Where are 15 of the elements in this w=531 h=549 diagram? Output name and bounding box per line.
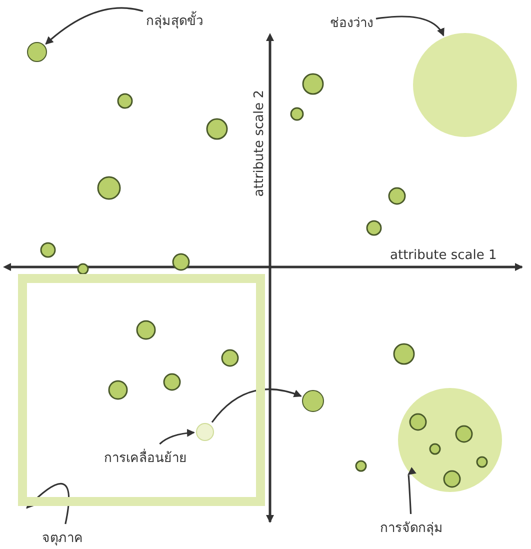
data-point xyxy=(27,42,47,62)
leader-line xyxy=(376,16,444,36)
leader-line xyxy=(45,7,144,45)
callout-label: ช่องว่าง xyxy=(330,12,373,33)
callout-label: จตุภาค xyxy=(42,527,83,548)
axis-label: attribute scale 1 xyxy=(390,248,497,263)
callout-label: การเคลื่อนย้าย xyxy=(104,447,187,468)
movement-arrow xyxy=(211,388,302,423)
undefined xyxy=(18,274,265,506)
callout-label: กลุ่มสุดขั้ว xyxy=(146,10,203,31)
axis-label: attribute scale 2 xyxy=(252,90,267,197)
leader-line xyxy=(159,429,195,445)
data-point xyxy=(302,390,324,412)
former-position xyxy=(196,423,214,441)
callout-label: การจัดกลุ่ม xyxy=(380,517,443,538)
